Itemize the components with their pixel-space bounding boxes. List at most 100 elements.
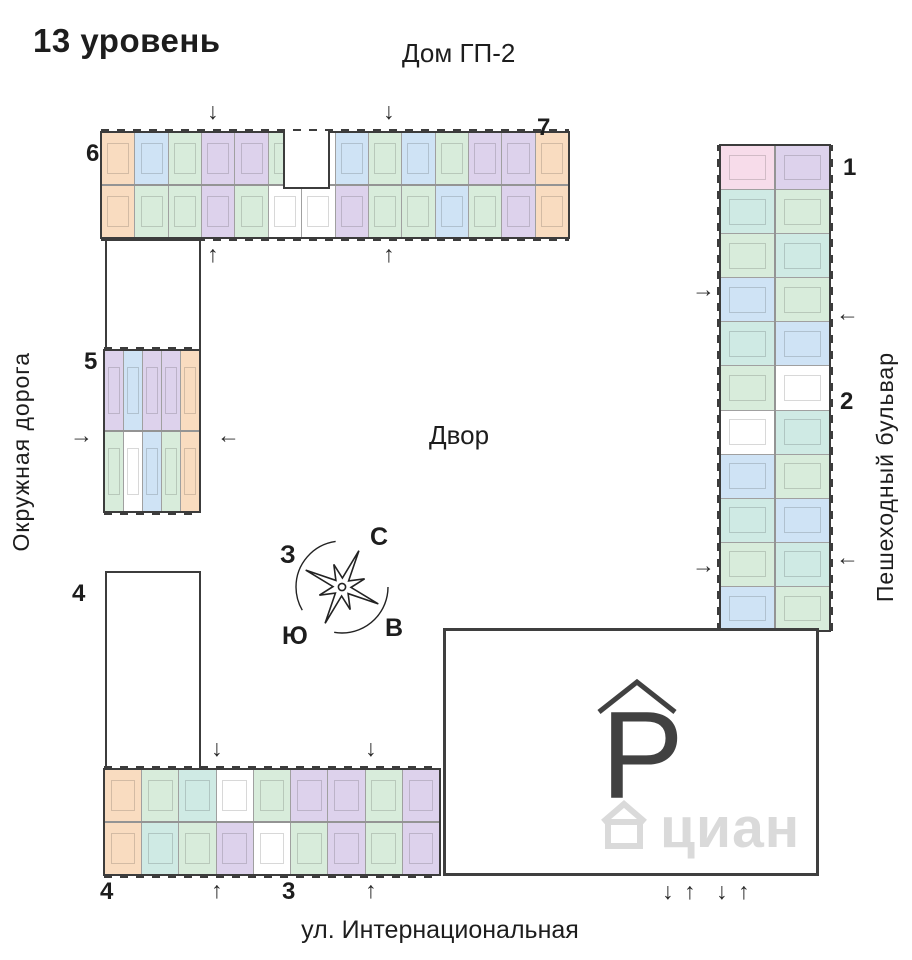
building-wing-right	[717, 144, 833, 632]
apartment-cell	[253, 770, 292, 821]
apartment-cell	[124, 432, 143, 511]
apartment-cell	[142, 823, 180, 874]
apartment-cell	[776, 190, 829, 235]
apartment-cell	[162, 351, 181, 430]
parking-arrow-up: ↑	[684, 878, 696, 904]
page-title: 13 уровень	[33, 22, 221, 59]
apartment-cell	[502, 186, 536, 237]
apartment-cell	[124, 351, 143, 430]
corridor-line	[105, 430, 199, 432]
apartment-cell	[135, 186, 169, 237]
apartment-cell	[216, 823, 254, 874]
apartment-cell	[168, 186, 203, 237]
entrance-arrow-up: ↑	[383, 241, 395, 267]
apartment-cell	[235, 186, 269, 237]
stair-notch	[283, 131, 330, 189]
apartment-cell	[402, 823, 439, 874]
street-label-left: Окружная дорога	[8, 352, 34, 552]
apartment-strip	[776, 146, 829, 631]
compass-letter-s: Ю	[282, 622, 308, 650]
apartment-cell	[776, 278, 829, 323]
apartment-cell	[365, 823, 403, 874]
apartment-cell	[721, 278, 774, 323]
entrance-arrow-left: ←	[836, 300, 859, 326]
apartment-cell	[202, 133, 236, 184]
apartment-cell	[168, 133, 203, 184]
apartment-cell	[502, 133, 536, 184]
apartment-cell	[235, 133, 269, 184]
apartment-cell	[291, 823, 329, 874]
apartment-cell	[328, 770, 366, 821]
apartment-cell	[291, 770, 329, 821]
apartment-cell	[468, 186, 503, 237]
section-number-1: 1	[843, 154, 857, 181]
section-number-3: 3	[282, 878, 296, 905]
entrance-arrow-down: ↓	[207, 98, 219, 124]
parking-symbol: P	[601, 687, 684, 825]
apartment-strip	[102, 133, 569, 184]
apartment-cell	[776, 454, 829, 499]
apartment-cell	[776, 410, 829, 455]
section-number-4-top: 4	[72, 580, 86, 607]
building-wing-top	[100, 129, 570, 241]
apartment-cell	[776, 366, 829, 411]
apartment-strip	[102, 186, 569, 237]
street-label-right: Пешеходный бульвар	[872, 352, 898, 603]
entrance-arrow-up: ↑	[365, 877, 377, 903]
apartment-cell	[435, 133, 469, 184]
section-number-6: 6	[86, 140, 100, 167]
apartment-cell	[102, 133, 136, 184]
section-number-4-bottom: 4	[100, 878, 114, 905]
apartment-cell	[105, 823, 143, 874]
courtyard-label: Двор	[429, 420, 490, 450]
parking-arrow-up: ↑	[738, 878, 750, 904]
apartment-cell	[253, 823, 292, 874]
apartment-cell	[776, 146, 829, 191]
corridor-outline	[105, 239, 201, 351]
apartment-cell	[268, 186, 303, 237]
apartment-strip	[721, 146, 774, 631]
entrance-arrow-up: ↑	[211, 877, 223, 903]
entrance-arrow-right: →	[70, 422, 93, 448]
watermark: циан	[598, 796, 800, 856]
apartment-cell	[302, 186, 336, 237]
apartment-cell	[776, 322, 829, 367]
apartment-strip	[105, 351, 199, 430]
apartment-cell	[162, 432, 181, 511]
apartment-cell	[776, 542, 829, 587]
entrance-arrow-down: ↓	[365, 735, 377, 761]
apartment-cell	[202, 186, 236, 237]
parking-building	[443, 628, 819, 876]
street-label-bottom: ул. Интернациональная	[301, 916, 579, 944]
apartment-cell	[335, 186, 369, 237]
apartment-strip	[105, 432, 199, 511]
parking-roof-icon	[597, 678, 677, 714]
compass-letter-n: С	[370, 523, 389, 551]
entrance-arrow-right: →	[692, 552, 715, 578]
entrance-arrow-down: ↓	[383, 98, 395, 124]
entrance-arrow-up: ↑	[207, 241, 219, 267]
apartment-cell	[105, 432, 124, 511]
parking-arrow-down: ↓	[716, 878, 728, 904]
apartment-cell	[181, 432, 199, 511]
apartment-cell	[402, 186, 436, 237]
section4-outline	[105, 571, 201, 770]
apartment-cell	[776, 498, 829, 543]
apartment-cell	[143, 351, 162, 430]
apartment-cell	[105, 770, 143, 821]
apartment-cell	[721, 542, 774, 587]
apartment-cell	[179, 770, 217, 821]
apartment-cell	[721, 190, 774, 235]
apartment-cell	[721, 322, 774, 367]
apartment-cell	[142, 770, 180, 821]
corridor-line	[105, 821, 439, 823]
apartment-cell	[216, 770, 254, 821]
section-number-5: 5	[84, 348, 98, 375]
apartment-cell	[102, 186, 136, 237]
corridor-line	[774, 146, 776, 630]
apartment-cell	[105, 351, 124, 430]
apartment-cell	[721, 234, 774, 279]
apartment-cell	[135, 133, 169, 184]
entrance-arrow-left: ←	[836, 544, 859, 570]
